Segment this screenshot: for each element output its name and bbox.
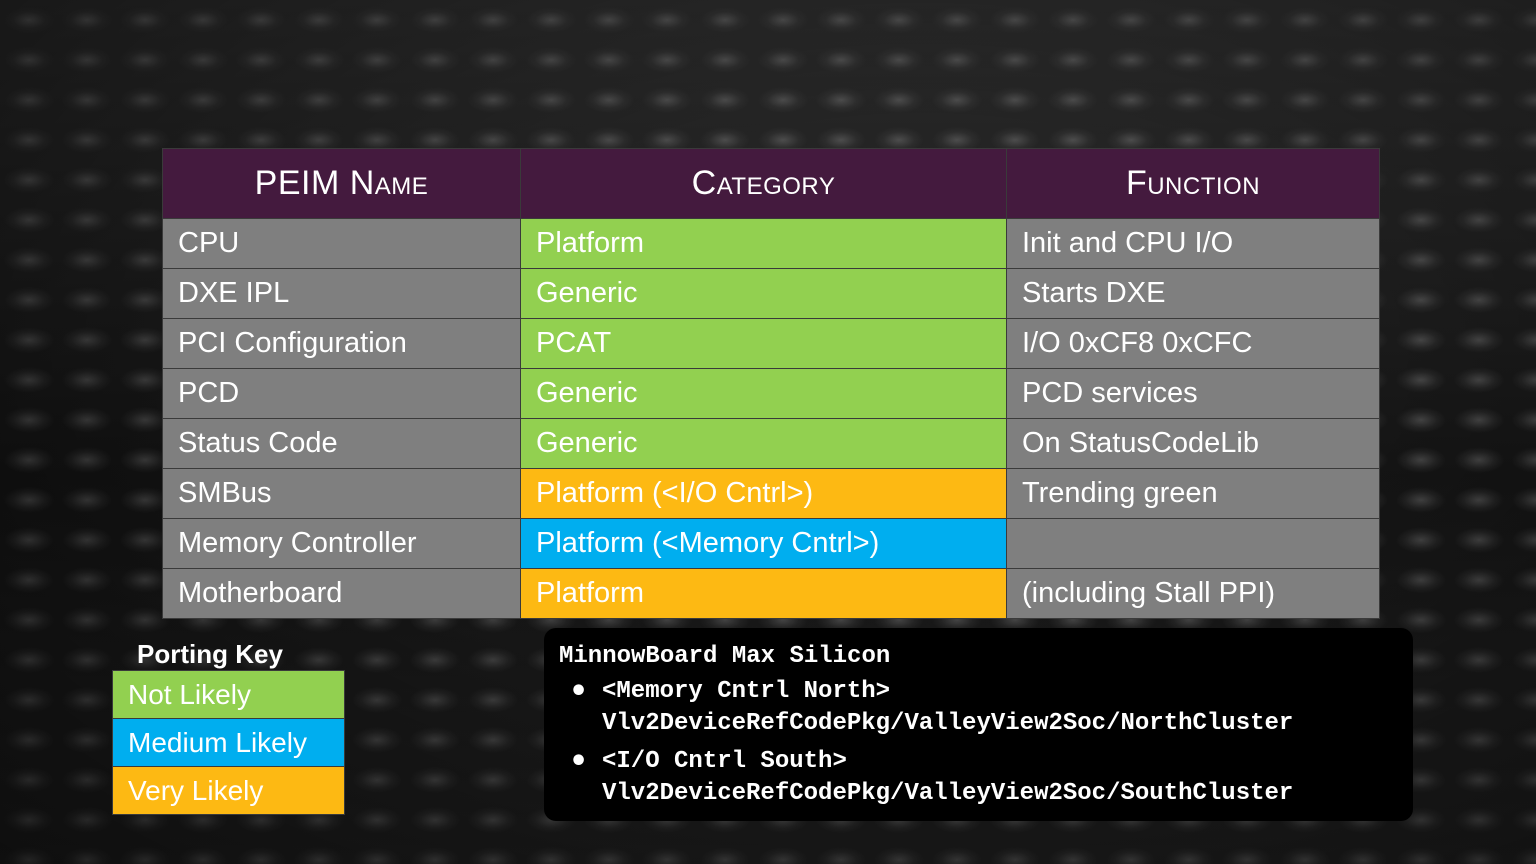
key-item-not-likely: Not Likely — [112, 670, 345, 719]
table-header-row: PEIM Name Category Function — [162, 148, 1380, 219]
cell-category: Platform — [520, 568, 1007, 619]
header-category: Category — [520, 148, 1007, 219]
cell-function: (including Stall PPI) — [1006, 568, 1380, 619]
cell-peim-name: PCI Configuration — [162, 318, 521, 369]
cell-category: Platform (<Memory Cntrl>) — [520, 518, 1007, 569]
table-row: Motherboard Platform (including Stall PP… — [162, 568, 1380, 619]
key-item-very-likely: Very Likely — [112, 766, 345, 815]
peim-table: PEIM Name Category Function CPU Platform… — [162, 148, 1380, 619]
cell-peim-name: Memory Controller — [162, 518, 521, 569]
cell-category: Platform (<I/O Cntrl>) — [520, 468, 1007, 519]
silicon-code-box: MinnowBoard Max Silicon • <Memory Cntrl … — [544, 628, 1413, 821]
header-peim-name: PEIM Name — [162, 148, 521, 219]
table-row: Memory Controller Platform (<Memory Cntr… — [162, 518, 1380, 569]
table-row: DXE IPL Generic Starts DXE — [162, 268, 1380, 319]
cell-category: Generic — [520, 368, 1007, 419]
code-tag: <Memory Cntrl North> — [602, 678, 891, 705]
cell-function: On StatusCodeLib — [1006, 418, 1380, 469]
bullet-icon: • — [569, 674, 589, 709]
code-path: Vlv2DeviceRefCodePkg/ValleyView2Soc/Nort… — [602, 710, 1294, 737]
code-list-item: • <Memory Cntrl North> Vlv2DeviceRefCode… — [559, 676, 1413, 740]
table-row: PCI Configuration PCAT I/O 0xCF8 0xCFC — [162, 318, 1380, 369]
cell-function — [1006, 518, 1380, 569]
code-list-item: • <I/O Cntrl South> Vlv2DeviceRefCodePkg… — [559, 746, 1413, 810]
cell-category: PCAT — [520, 318, 1007, 369]
porting-key-title: Porting Key — [137, 639, 283, 669]
table-row: CPU Platform Init and CPU I/O — [162, 218, 1380, 269]
porting-key-legend: Not Likely Medium Likely Very Likely — [112, 670, 345, 815]
key-item-medium-likely: Medium Likely — [112, 718, 345, 767]
code-box-title: MinnowBoard Max Silicon — [559, 643, 891, 670]
cell-peim-name: Motherboard — [162, 568, 521, 619]
cell-function: Starts DXE — [1006, 268, 1380, 319]
header-function: Function — [1006, 148, 1380, 219]
cell-peim-name: SMBus — [162, 468, 521, 519]
bullet-icon: • — [569, 744, 589, 779]
cell-category: Generic — [520, 418, 1007, 469]
table-row: Status Code Generic On StatusCodeLib — [162, 418, 1380, 469]
cell-peim-name: PCD — [162, 368, 521, 419]
cell-function: PCD services — [1006, 368, 1380, 419]
code-tag: <I/O Cntrl South> — [602, 748, 847, 775]
cell-function: Init and CPU I/O — [1006, 218, 1380, 269]
cell-peim-name: CPU — [162, 218, 521, 269]
table-row: SMBus Platform (<I/O Cntrl>) Trending gr… — [162, 468, 1380, 519]
code-path: Vlv2DeviceRefCodePkg/ValleyView2Soc/Sout… — [602, 780, 1294, 807]
cell-peim-name: DXE IPL — [162, 268, 521, 319]
cell-category: Generic — [520, 268, 1007, 319]
cell-function: Trending green — [1006, 468, 1380, 519]
table-row: PCD Generic PCD services — [162, 368, 1380, 419]
cell-function: I/O 0xCF8 0xCFC — [1006, 318, 1380, 369]
cell-category: Platform — [520, 218, 1007, 269]
cell-peim-name: Status Code — [162, 418, 521, 469]
